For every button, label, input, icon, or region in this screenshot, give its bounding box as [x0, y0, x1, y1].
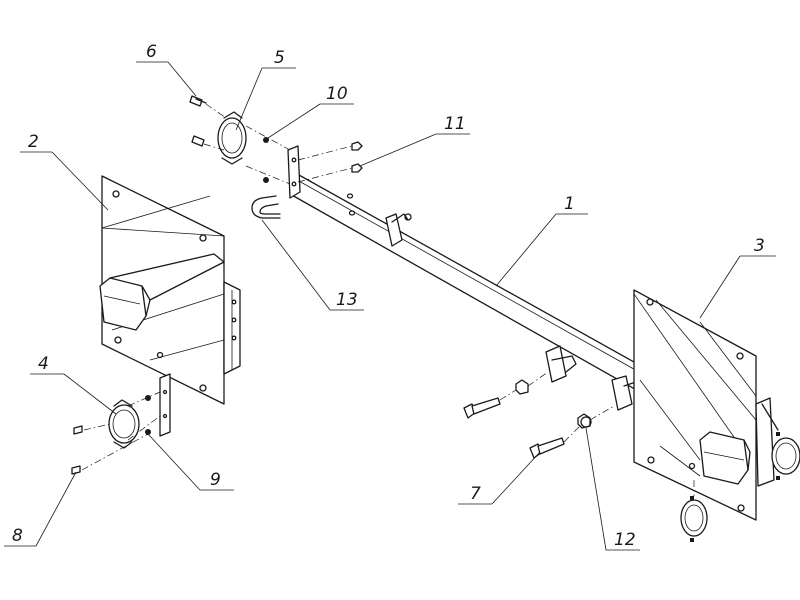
- callout-4: 4: [38, 354, 49, 374]
- fasteners: [71, 95, 592, 475]
- callout-10: 10: [326, 84, 348, 104]
- callout-5: 5: [274, 48, 285, 68]
- callout-12: 12: [614, 530, 636, 550]
- callout-3: 3: [754, 236, 765, 256]
- callout-13: 13: [336, 290, 358, 310]
- callout-9: 9: [210, 470, 221, 490]
- callout-labels: 1 2 3 4 5 6 7 8 9 10 11 12 13: [12, 42, 765, 550]
- left-sign-plate: [99, 175, 241, 405]
- callout-8: 8: [12, 526, 23, 546]
- callout-2: 2: [28, 132, 39, 152]
- leader-lines: [4, 61, 776, 551]
- callout-11: 11: [444, 114, 466, 134]
- main-beam: [287, 145, 653, 411]
- right-sign-plate: [633, 289, 800, 542]
- callout-7: 7: [470, 484, 481, 504]
- callout-1: 1: [564, 194, 575, 214]
- left-reflector: [108, 373, 171, 449]
- callout-6: 6: [146, 42, 157, 62]
